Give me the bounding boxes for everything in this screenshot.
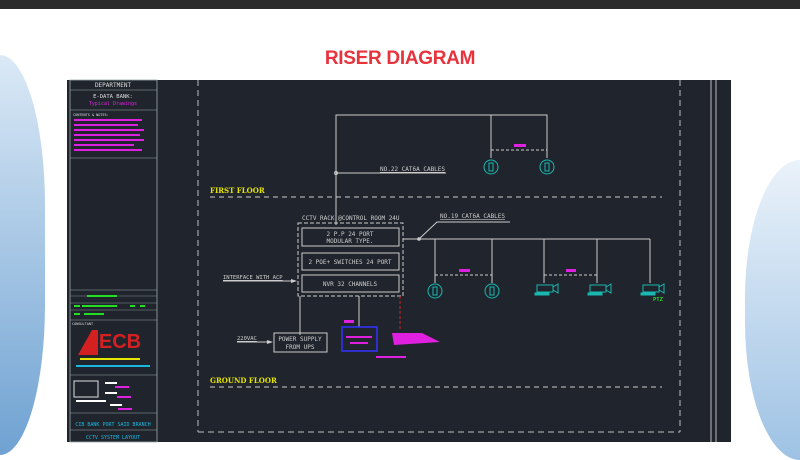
ground-floor-label: GROUND FLOOR xyxy=(210,376,277,385)
cable-label-lower: NO.19 CAT6A CABLES xyxy=(440,213,505,220)
dome-camera xyxy=(427,283,443,299)
poe-switches xyxy=(301,252,400,271)
department-label: DEPARTMENT xyxy=(95,82,132,89)
notes-text xyxy=(74,119,144,151)
drawing-title: CCTV SYSTEM LAYOUT xyxy=(86,435,140,441)
page-title: RISER DIAGRAM xyxy=(324,48,476,69)
cctv-rack xyxy=(297,222,404,297)
title-block: DEPARTMENT E-DATA BANK: Typical Drawings… xyxy=(69,79,158,443)
annotation-tag xyxy=(514,144,526,147)
patch-panel-line1: 2 P.P 24 PORT xyxy=(327,231,374,238)
data-bank-label: E-DATA BANK: xyxy=(93,94,133,100)
bullet-camera xyxy=(534,283,559,296)
nvr-label: NVR 32 CHANNELS xyxy=(323,281,378,288)
top-bar xyxy=(0,0,800,9)
patch-panel xyxy=(301,227,400,247)
keyboard-controller xyxy=(392,333,440,345)
dome-camera xyxy=(539,159,555,175)
power-line2: FROM UPS xyxy=(286,344,315,351)
power-input-label: 220VAC xyxy=(237,336,257,342)
poe-switches-label: 2 POE+ SWITCHES 24 PORT xyxy=(308,259,391,266)
monitor xyxy=(341,326,378,352)
patch-panel-line2: MODULAR TYPE. xyxy=(327,238,374,245)
lower-cable-run xyxy=(403,221,651,283)
upper-cable-run xyxy=(335,114,548,225)
project-name: CIB BANK PORT SAID BRANCH xyxy=(75,422,150,428)
nvr xyxy=(301,274,400,293)
power-supply xyxy=(273,332,328,353)
revision-table xyxy=(74,295,145,315)
notes-heading: CONTENTS & NOTES: xyxy=(73,113,109,117)
drawing-frame xyxy=(197,80,717,442)
ptz-label: PTZ xyxy=(653,297,664,303)
power-line1: POWER SUPPLY xyxy=(278,336,322,343)
bullet-camera xyxy=(587,283,612,296)
client-logo xyxy=(73,380,99,398)
data-bank-sub: Typical Drawings xyxy=(89,101,137,107)
consultant-logo: ECB xyxy=(99,331,141,353)
rack-title: CCTV RACK @CONTROL ROOM 24U xyxy=(302,215,400,222)
cable-label-upper: NO.22 CAT6A CABLES xyxy=(380,166,445,173)
consultant-logo-shape xyxy=(78,330,98,355)
dome-camera xyxy=(484,283,500,299)
ptz-camera xyxy=(640,283,665,296)
first-floor-label: FIRST FLOOR xyxy=(210,186,265,195)
consultant-label: CONSULTANT xyxy=(72,322,94,326)
dome-camera xyxy=(483,159,499,175)
riser-content: FIRST FLOOR GROUND FLOOR NO.22 CAT6A CAB… xyxy=(210,114,665,388)
interface-label: INTERFACE WITH ACP xyxy=(223,275,283,281)
